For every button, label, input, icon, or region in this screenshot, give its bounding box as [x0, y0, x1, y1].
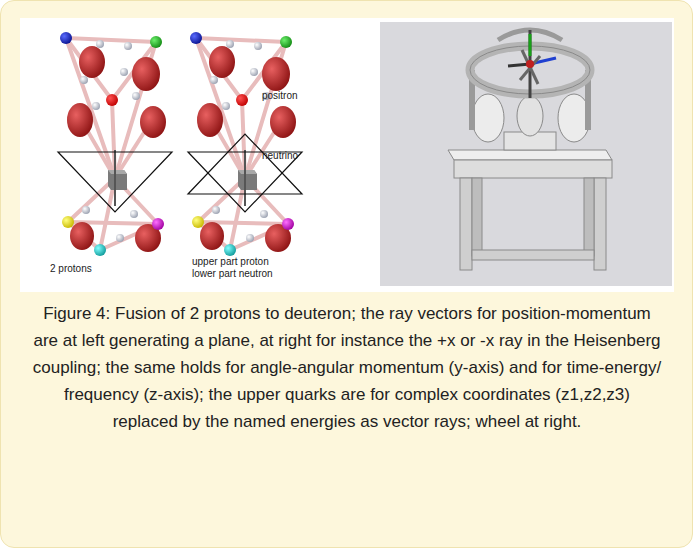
particle-label: neutrino [262, 150, 322, 162]
figure-caption: Figure 4: Fusion of 2 protons to deutero… [30, 300, 664, 435]
particle-label: positron [262, 90, 322, 102]
figure-label: upper part proton lower part neutron [192, 256, 290, 280]
figure-label: 2 protons [50, 263, 120, 275]
